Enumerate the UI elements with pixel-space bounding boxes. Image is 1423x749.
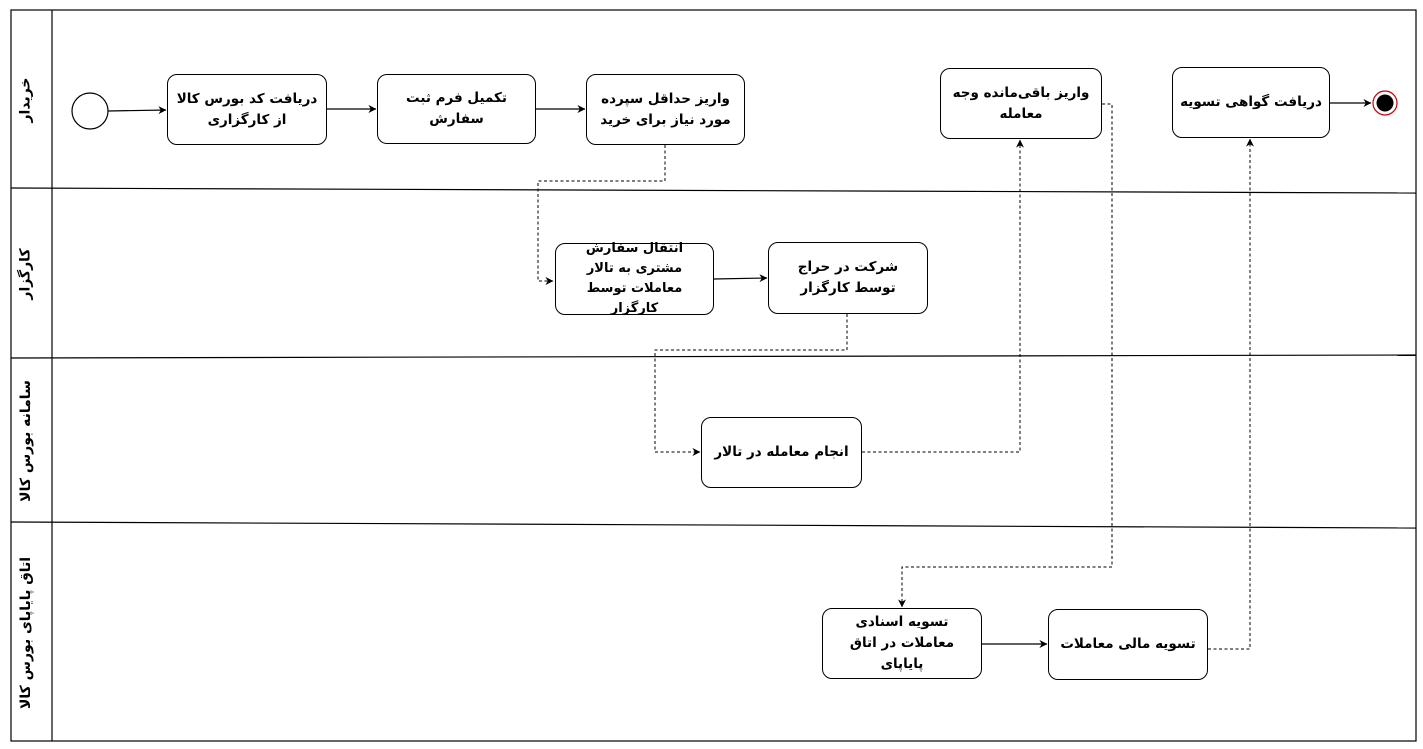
node-execute-trade: انجام معامله در تالار (701, 417, 862, 488)
node-doc-settlement: تسویه اسنادی معاملات در اتاق پایاپای (822, 608, 982, 679)
flow-auction-to-execute (654, 314, 848, 456)
node-deposit-min: واریز حداقل سپرده مورد نیاز برای خرید (586, 74, 745, 145)
node-fin-settlement: تسویه مالی معاملات (1048, 609, 1208, 680)
flow-execute-to-deposit-rest (862, 139, 1024, 453)
lane-label-buyer: خریدار (17, 77, 34, 123)
lane-label-broker: کارگزار (17, 247, 34, 300)
lane-divider-1 (10, 187, 1417, 194)
flow-fin-to-cert (1208, 138, 1254, 650)
pool-frame (10, 9, 1417, 742)
node-fill-form: تکمیل فرم ثبت سفارش (377, 74, 536, 144)
node-transfer-order: انتقال سفارش مشتری به تالار معاملات توسط… (555, 241, 714, 316)
lane-label-exchange-system: سامانه بورس کالا (18, 379, 34, 502)
node-auction: شرکت در حراج توسط کارگزار (768, 242, 928, 314)
lane-divider-3 (10, 521, 1417, 529)
flow-deposit-min-to-transfer (537, 145, 666, 285)
node-receive-code: دریافت کد بورس کالا از کارگزاری (167, 74, 327, 145)
start-node (71, 92, 109, 130)
end-node-core (1376, 94, 1394, 112)
node-receive-cert: دریافت گواهی تسویه (1172, 67, 1330, 138)
node-deposit-rest: واریز باقی‌مانده وجه معامله (940, 68, 1102, 139)
flow-deposit-rest-to-doc (898, 103, 1113, 608)
flow-transfer-to-auction (713, 274, 768, 283)
lane-label-clearing-house: اتاق پایاپای بورس کالا (18, 556, 34, 709)
flow-start-to-receive-code (107, 106, 167, 115)
lane-divider-2 (10, 354, 1417, 359)
